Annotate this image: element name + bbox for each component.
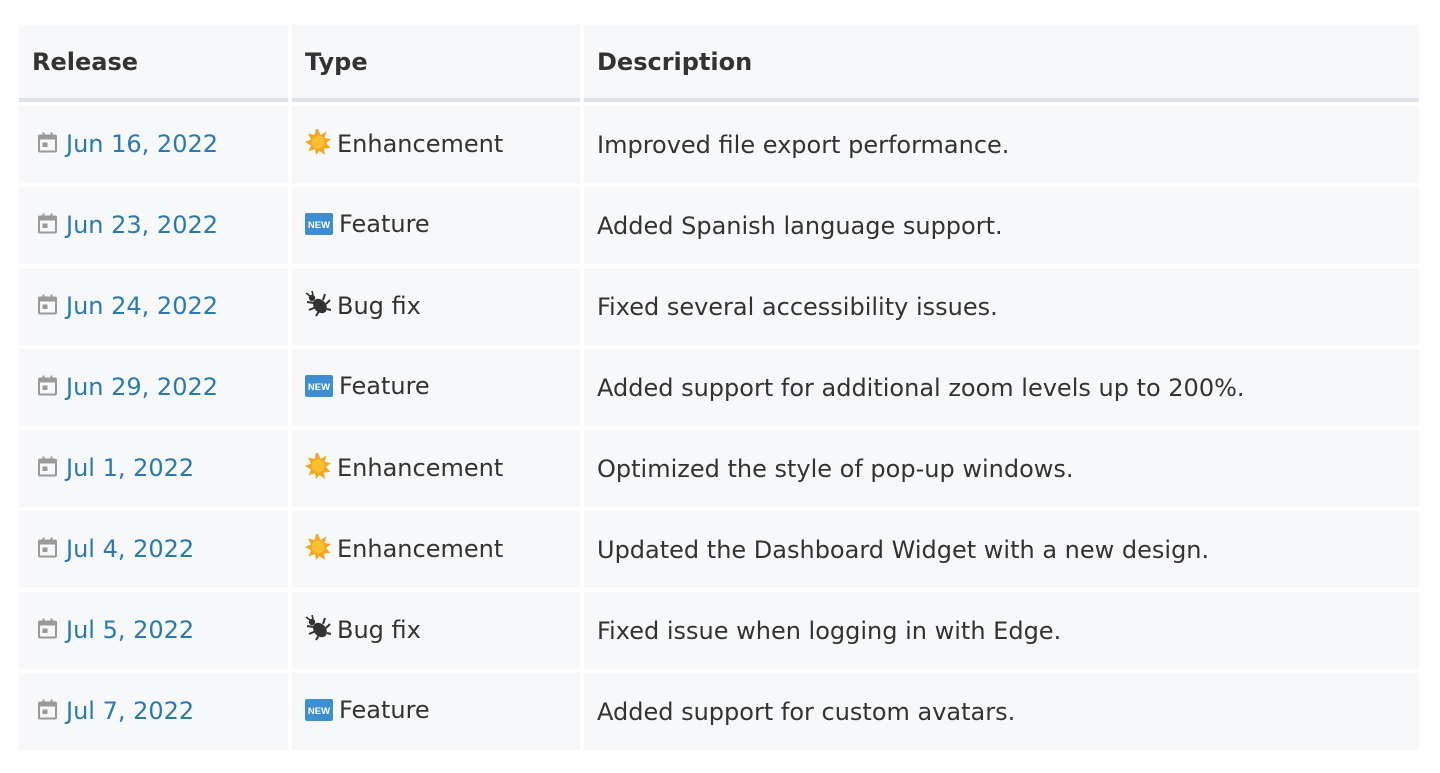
type-cell: NEW Feature bbox=[292, 349, 580, 426]
type-cell: Bug fix bbox=[292, 268, 580, 345]
release-cell: Jul 5, 2022 bbox=[19, 592, 288, 669]
type-cell: Enhancement bbox=[292, 106, 580, 183]
svg-text:NEW: NEW bbox=[308, 382, 330, 393]
description-text: Added support for custom avatars. bbox=[597, 697, 1016, 726]
table-row: Jul 7, 2022 NEW Feature Added support for… bbox=[19, 673, 1419, 750]
description-text: Optimized the style of pop-up windows. bbox=[597, 454, 1074, 483]
sun-icon bbox=[305, 533, 331, 566]
release-date-link[interactable]: Jul 5, 2022 bbox=[66, 616, 195, 644]
new-badge-icon: NEW bbox=[305, 699, 333, 727]
description-cell: Fixed issue when logging in with Edge. bbox=[584, 592, 1419, 669]
table-row: Jun 29, 2022 NEW Feature Added support fo… bbox=[19, 349, 1419, 426]
type-label: Feature bbox=[339, 210, 430, 238]
type-label: Feature bbox=[339, 696, 430, 724]
calendar-icon bbox=[37, 374, 58, 402]
calendar-icon bbox=[37, 617, 58, 645]
description-cell: Updated the Dashboard Widget with a new … bbox=[584, 511, 1419, 588]
calendar-icon bbox=[37, 698, 58, 726]
release-notes-table-container: Release Type Description Jun 16, 2022 En… bbox=[19, 25, 1419, 750]
calendar-icon bbox=[37, 212, 58, 240]
new-badge-icon: NEW bbox=[305, 375, 333, 403]
column-header-type: Type bbox=[292, 25, 580, 102]
description-text: Added support for additional zoom levels… bbox=[597, 373, 1245, 402]
svg-text:NEW: NEW bbox=[308, 220, 330, 231]
type-cell: Enhancement bbox=[292, 511, 580, 588]
table-body: Jun 16, 2022 Enhancement Improved file e… bbox=[19, 106, 1419, 750]
release-cell: Jun 29, 2022 bbox=[19, 349, 288, 426]
type-label: Enhancement bbox=[337, 534, 504, 563]
type-cell: NEW Feature bbox=[292, 187, 580, 264]
type-label: Enhancement bbox=[337, 129, 504, 158]
calendar-icon bbox=[37, 455, 58, 483]
description-text: Improved file export performance. bbox=[597, 130, 1010, 159]
table-row: Jun 23, 2022 NEW Feature Added Spanish la… bbox=[19, 187, 1419, 264]
release-date-link[interactable]: Jun 23, 2022 bbox=[66, 211, 219, 239]
calendar-icon bbox=[37, 131, 58, 159]
description-cell: Added support for custom avatars. bbox=[584, 673, 1419, 750]
type-cell: NEW Feature bbox=[292, 673, 580, 750]
release-cell: Jul 1, 2022 bbox=[19, 430, 288, 507]
type-cell: Enhancement bbox=[292, 430, 580, 507]
release-date-link[interactable]: Jun 16, 2022 bbox=[66, 130, 219, 158]
release-date-link[interactable]: Jun 29, 2022 bbox=[66, 373, 219, 401]
svg-text:NEW: NEW bbox=[308, 706, 330, 717]
table-row: Jul 4, 2022 Enhancement Updated the Dash… bbox=[19, 511, 1419, 588]
table-row: Jul 1, 2022 Enhancement Optimized the st… bbox=[19, 430, 1419, 507]
new-badge-icon: NEW bbox=[305, 213, 333, 241]
description-cell: Added Spanish language support. bbox=[584, 187, 1419, 264]
release-date-link[interactable]: Jul 7, 2022 bbox=[66, 697, 195, 725]
sun-icon bbox=[305, 128, 331, 161]
column-header-release: Release bbox=[19, 25, 288, 102]
description-cell: Fixed several accessibility issues. bbox=[584, 268, 1419, 345]
bug-icon bbox=[305, 614, 332, 647]
description-text: Updated the Dashboard Widget with a new … bbox=[597, 535, 1210, 564]
table-row: Jul 5, 2022 Bug fix Fixed issue when log… bbox=[19, 592, 1419, 669]
type-label: Enhancement bbox=[337, 453, 504, 482]
release-cell: Jun 23, 2022 bbox=[19, 187, 288, 264]
description-cell: Improved file export performance. bbox=[584, 106, 1419, 183]
release-date-link[interactable]: Jul 4, 2022 bbox=[66, 535, 195, 563]
description-text: Fixed several accessibility issues. bbox=[597, 292, 998, 321]
type-label: Bug fix bbox=[337, 615, 421, 644]
release-date-link[interactable]: Jul 1, 2022 bbox=[66, 454, 195, 482]
description-cell: Added support for additional zoom levels… bbox=[584, 349, 1419, 426]
table-row: Jun 16, 2022 Enhancement Improved file e… bbox=[19, 106, 1419, 183]
release-cell: Jun 16, 2022 bbox=[19, 106, 288, 183]
calendar-icon bbox=[37, 293, 58, 321]
sun-icon bbox=[305, 452, 331, 485]
release-cell: Jul 4, 2022 bbox=[19, 511, 288, 588]
bug-icon bbox=[305, 290, 332, 323]
description-cell: Optimized the style of pop-up windows. bbox=[584, 430, 1419, 507]
release-notes-table: Release Type Description Jun 16, 2022 En… bbox=[15, 21, 1423, 754]
release-cell: Jun 24, 2022 bbox=[19, 268, 288, 345]
description-text: Added Spanish language support. bbox=[597, 211, 1003, 240]
type-label: Feature bbox=[339, 372, 430, 400]
table-header-row: Release Type Description bbox=[19, 25, 1419, 102]
description-text: Fixed issue when logging in with Edge. bbox=[597, 616, 1062, 645]
release-cell: Jul 7, 2022 bbox=[19, 673, 288, 750]
release-date-link[interactable]: Jun 24, 2022 bbox=[66, 292, 219, 320]
type-label: Bug fix bbox=[337, 291, 421, 320]
table-row: Jun 24, 2022 Bug fix Fixed several acces… bbox=[19, 268, 1419, 345]
column-header-description: Description bbox=[584, 25, 1419, 102]
calendar-icon bbox=[37, 536, 58, 564]
type-cell: Bug fix bbox=[292, 592, 580, 669]
